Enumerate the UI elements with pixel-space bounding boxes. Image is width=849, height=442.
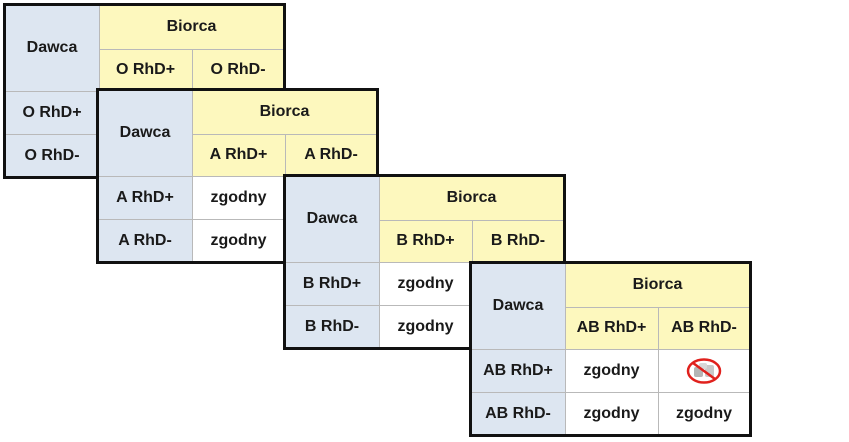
recipient-group-2: B RhD-: [472, 220, 564, 262]
donor-header: Dawca: [471, 263, 565, 349]
donor-group-2: A RhD-: [98, 219, 192, 262]
recipient-group-2: O RhD-: [192, 49, 284, 91]
recipient-group-1: B RhD+: [379, 220, 472, 262]
recipient-header: Biorca: [565, 263, 750, 307]
grid-line: [285, 262, 564, 263]
recipient-header: Biorca: [99, 5, 284, 49]
grid-line: [98, 219, 377, 220]
grid-line: [565, 307, 750, 308]
donor-group-1: A RhD+: [98, 176, 192, 219]
compatible-cell: zgodny: [192, 219, 285, 262]
recipient-group-1: AB RhD+: [565, 307, 658, 349]
grid-line: [565, 263, 566, 435]
recipient-group-1: A RhD+: [192, 134, 285, 176]
grid-line: [98, 176, 377, 177]
donor-header: Dawca: [98, 90, 192, 176]
donor-group-2: O RhD-: [5, 134, 99, 177]
grid-line: [99, 49, 284, 50]
donor-header: Dawca: [5, 5, 99, 91]
recipient-header: Biorca: [192, 90, 377, 134]
donor-group-1: B RhD+: [285, 262, 379, 305]
grid-line: [192, 90, 193, 262]
donor-header: Dawca: [285, 176, 379, 262]
donor-group-1: AB RhD+: [471, 349, 565, 392]
compatible-cell: zgodny: [379, 305, 472, 348]
recipient-group-2: A RhD-: [285, 134, 377, 176]
grid-line: [285, 305, 564, 306]
compatible-cell: zgodny: [379, 262, 472, 305]
grid-line: [471, 349, 750, 350]
incompatible-cell: [658, 349, 750, 392]
donor-group-2: B RhD-: [285, 305, 379, 348]
recipient-group-1: O RhD+: [99, 49, 192, 91]
donor-group-2: AB RhD-: [471, 392, 565, 435]
recipient-header: Biorca: [379, 176, 564, 220]
compatible-cell: zgodny: [565, 392, 658, 435]
compatible-cell: zgodny: [565, 349, 658, 392]
recipient-group-2: AB RhD-: [658, 307, 750, 349]
grid-line: [379, 220, 564, 221]
grid-line: [379, 176, 380, 348]
grid-line: [471, 392, 750, 393]
compatible-cell: zgodny: [192, 176, 285, 219]
grid-line: [192, 134, 377, 135]
no-blood-drop-icon: [685, 357, 723, 385]
compatible-cell: zgodny: [658, 392, 750, 435]
donor-group-1: O RhD+: [5, 91, 99, 134]
grid-line: [658, 307, 659, 435]
